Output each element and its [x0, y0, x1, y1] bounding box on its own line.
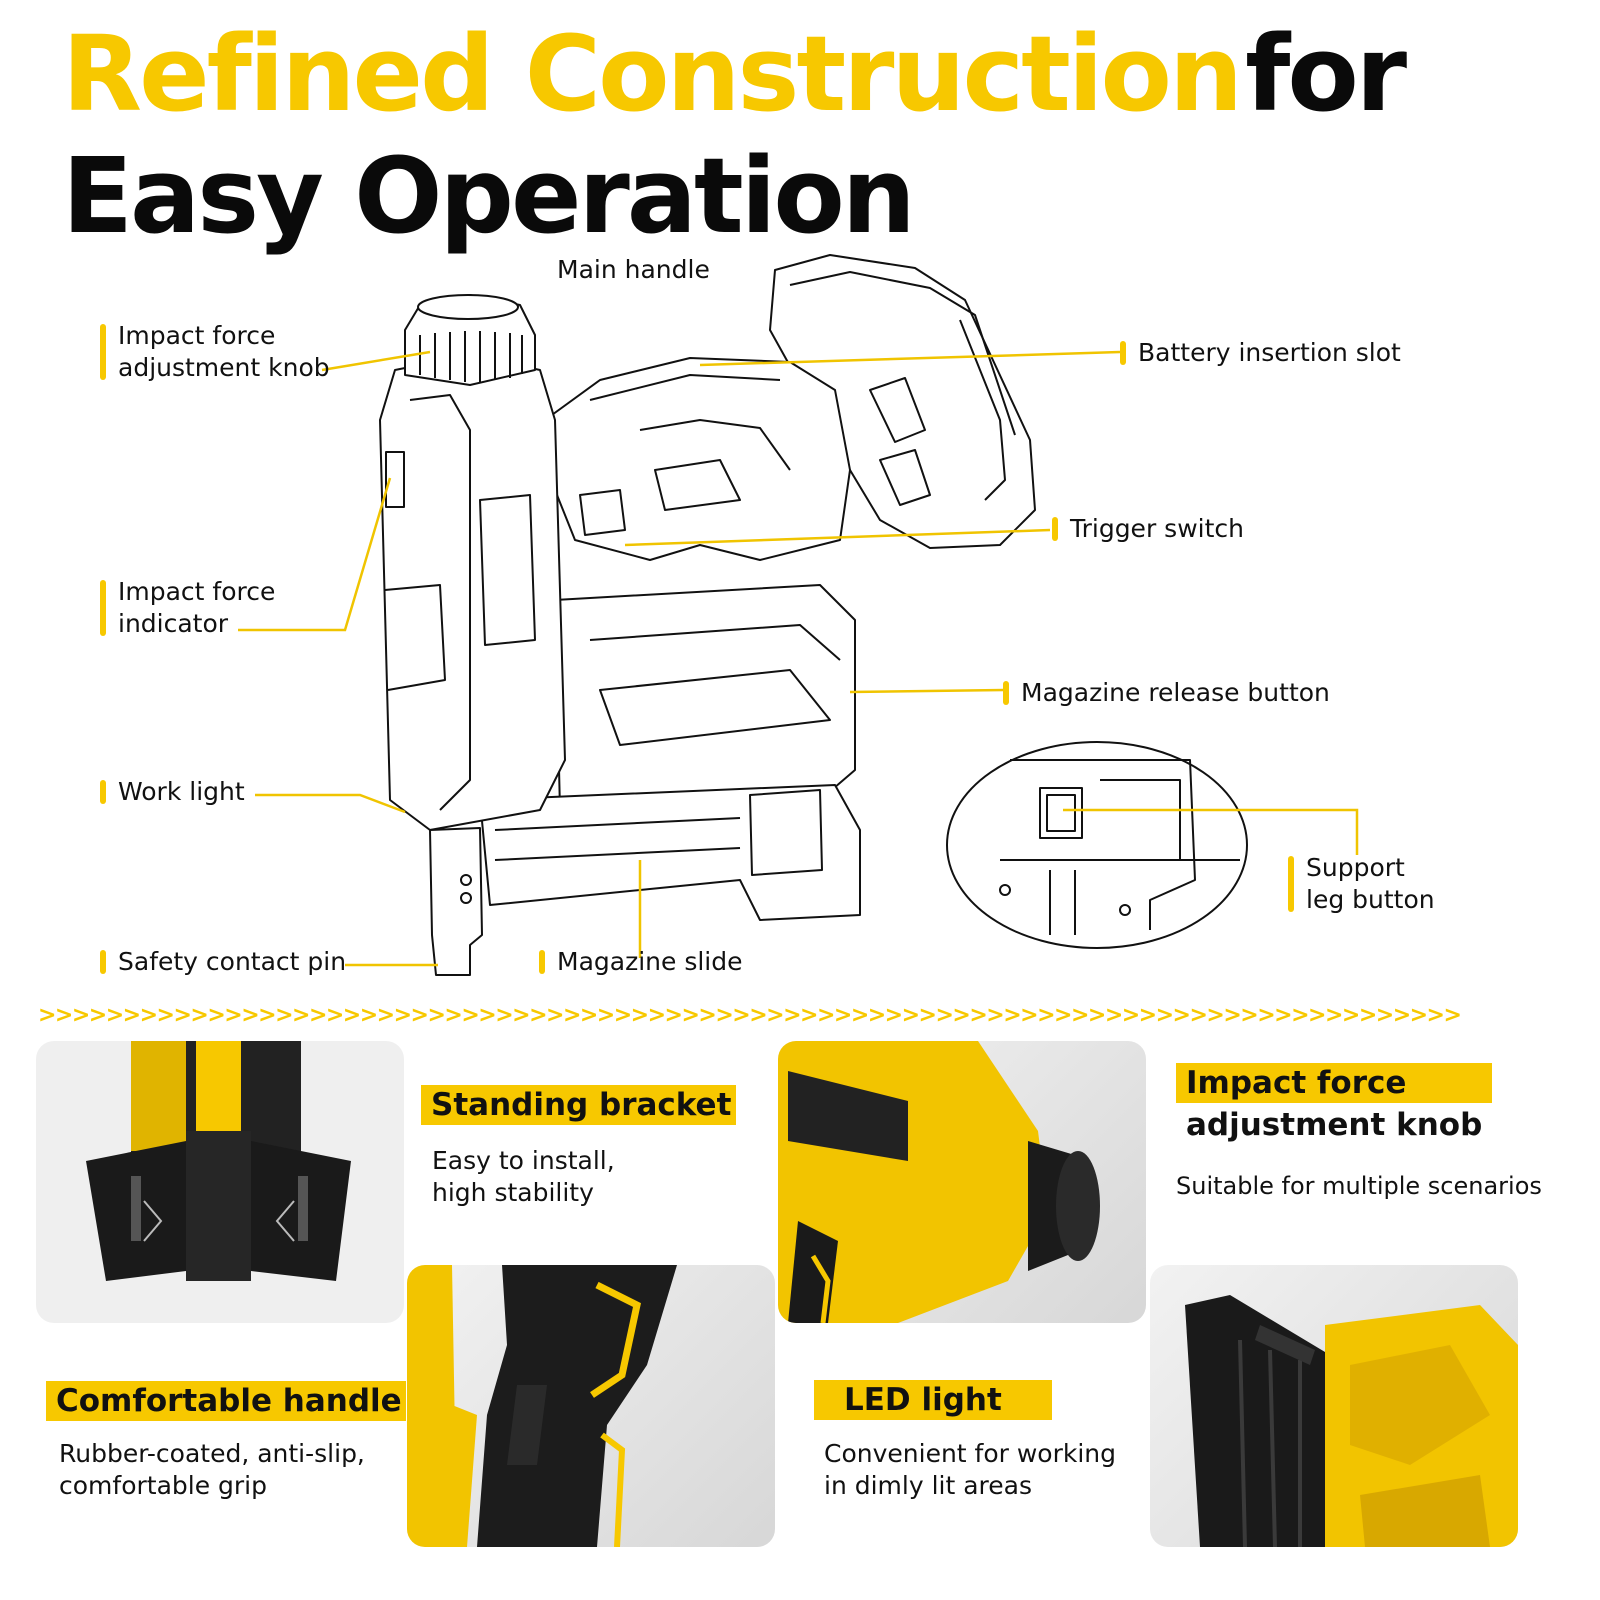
comfortable-handle-desc: Rubber-coated, anti-slip, comfortable gr…	[59, 1438, 365, 1502]
leader-lines	[238, 350, 1359, 967]
nailer-line-drawing	[238, 254, 1359, 976]
title-line-1: Refined Construction for	[62, 22, 1562, 126]
comfortable-handle-desc-line2: comfortable grip	[59, 1471, 267, 1500]
label-work-light: Work light	[100, 776, 245, 808]
standing-bracket-desc-line2: high stability	[432, 1178, 594, 1207]
title-highlight: Refined Construction	[62, 13, 1243, 135]
label-impact-force-knob: Impact force adjustment knob	[100, 320, 330, 384]
impact-knob-title-line1: Impact force	[1176, 1063, 1492, 1103]
label-work-light-text: Work light	[118, 777, 245, 806]
led-light-desc-line2: in dimly lit areas	[824, 1471, 1033, 1500]
label-magazine-release-text: Magazine release button	[1021, 678, 1330, 707]
impact-knob-title-line2: adjustment knob	[1186, 1107, 1483, 1143]
label-battery-slot-text: Battery insertion slot	[1138, 338, 1401, 367]
label-magazine-release: Magazine release button	[1003, 677, 1330, 709]
label-indicator-line1: Impact force	[118, 577, 276, 606]
label-trigger-switch: Trigger switch	[1052, 513, 1244, 545]
led-nose-illustration	[1185, 1295, 1518, 1547]
impact-knob-desc: Suitable for multiple scenarios	[1176, 1172, 1542, 1200]
label-support-leg-button: Support leg button	[1288, 852, 1435, 916]
arrow-divider: >>>>>>>>>>>>>>>>>>>>>>>>>>>>>>>>>>>>>>>>…	[38, 1003, 1462, 1028]
label-magazine-slide-text: Magazine slide	[557, 947, 743, 976]
knob-illustration	[778, 1041, 1100, 1323]
led-light-desc-line1: Convenient for working	[824, 1439, 1117, 1468]
label-battery-slot: Battery insertion slot	[1120, 337, 1401, 369]
label-impact-knob-line2: adjustment knob	[118, 353, 330, 382]
standing-bracket-photo	[36, 1041, 404, 1323]
handle-photo	[407, 1265, 775, 1547]
label-main-handle: Main handle	[557, 255, 710, 284]
page-title: Refined Construction for Easy Operation	[62, 22, 1562, 248]
title-line-2: Easy Operation	[62, 144, 1562, 248]
handle-drawing	[544, 357, 851, 561]
label-trigger-switch-text: Trigger switch	[1070, 514, 1244, 543]
led-light-desc: Convenient for working in dimly lit area…	[824, 1438, 1116, 1502]
label-impact-knob-line1: Impact force	[118, 321, 276, 350]
nose-drawing	[429, 827, 483, 976]
title-subline: Easy Operation	[62, 135, 916, 257]
handle-illustration	[407, 1265, 677, 1547]
support-leg-inset-drawing	[946, 741, 1248, 949]
led-light-title: LED light	[814, 1380, 1052, 1420]
label-indicator-line2: indicator	[118, 609, 229, 638]
knob-drawing	[404, 294, 536, 386]
standing-bracket-title: Standing bracket	[421, 1085, 736, 1125]
label-magazine-slide: Magazine slide	[539, 946, 743, 978]
led-light-photo	[1150, 1265, 1518, 1547]
label-support-leg-line2: leg button	[1306, 885, 1435, 914]
standing-bracket-desc-line1: Easy to install,	[432, 1146, 615, 1175]
label-support-leg-line1: Support	[1306, 853, 1405, 882]
label-impact-force-indicator: Impact force indicator	[100, 576, 275, 640]
comfortable-handle-desc-line1: Rubber-coated, anti-slip,	[59, 1439, 365, 1468]
title-for: for	[1245, 13, 1407, 135]
comfortable-handle-title: Comfortable handle	[46, 1381, 406, 1421]
magazine-body-drawing	[479, 584, 861, 921]
bracket-illustration	[86, 1041, 351, 1281]
knob-photo	[778, 1041, 1146, 1323]
label-safety-pin-text: Safety contact pin	[118, 947, 347, 976]
main-body-drawing	[379, 354, 566, 831]
standing-bracket-desc: Easy to install, high stability	[432, 1145, 615, 1209]
label-safety-contact-pin: Safety contact pin	[100, 946, 346, 978]
